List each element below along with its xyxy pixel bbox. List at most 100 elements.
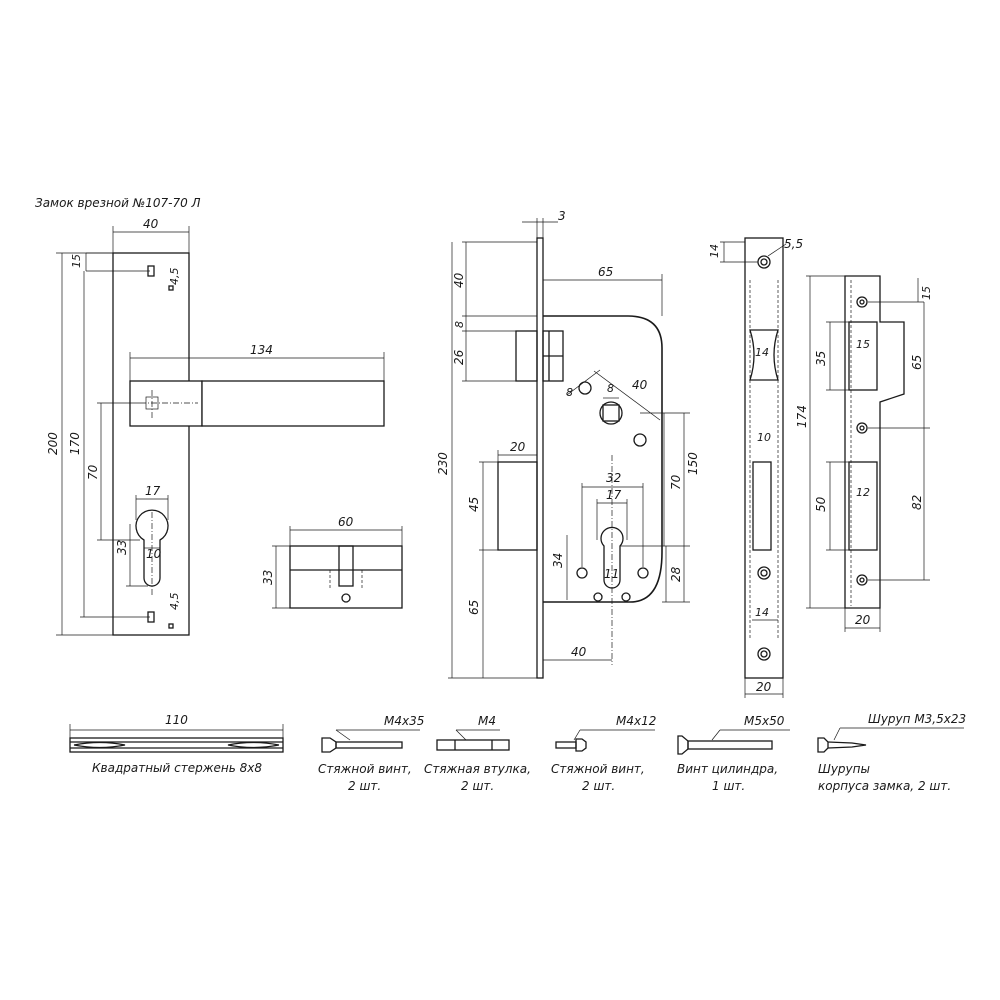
dim-sp-upper-slot-width: 15	[856, 338, 870, 351]
dim-cylinder-height: 33	[261, 570, 275, 585]
dead-bolt	[497, 461, 538, 551]
cylinder-view: 60 33	[261, 515, 403, 609]
m4x12-head	[575, 738, 587, 752]
faceplate-view: 14 5,5 14 10 14 20	[708, 237, 803, 698]
part-m4x35-dim: M4x35	[384, 714, 424, 728]
dim-keyhole-width: 17	[145, 484, 161, 498]
part-screw-m4x12: M4x12 Стяжной винт, 2 шт.	[551, 714, 656, 793]
dim-plate-width: 40	[143, 217, 159, 231]
lock-body-view: 3 40 8 26 65 8 8 40 230 1	[436, 209, 700, 679]
dim-sp-upper-slot: 35	[814, 351, 828, 366]
strike-hole-middle	[856, 422, 868, 434]
cylinder-screw-hole	[341, 593, 351, 603]
part-m4x12-caption-1: Стяжной винт,	[551, 762, 645, 776]
part-m4x12-dim: M4x12	[616, 714, 656, 728]
dim-cylinder-length: 60	[338, 515, 354, 529]
dim-lever-length: 134	[250, 343, 273, 357]
cyl-hole-right	[637, 567, 649, 579]
dim-fp-hole-diam: 5,5	[784, 237, 803, 251]
cylinder-body	[289, 545, 403, 609]
dim-faceplate-thickness: 3	[558, 209, 566, 223]
dim-follower-square: 8	[607, 382, 614, 395]
dim-cyl-left: 34	[551, 553, 565, 568]
dim-fp-width: 20	[756, 680, 772, 694]
dim-sp-upper-dist: 65	[910, 355, 924, 370]
strike-hole-bottom	[856, 574, 868, 586]
lever-arm	[201, 380, 385, 427]
dim-cyl-spacing: 32	[606, 471, 621, 485]
dim-screw-spacing: 40	[632, 378, 648, 392]
follower-square	[602, 404, 620, 422]
dim-center-distance: 70	[669, 474, 683, 490]
lower-screw-hole	[633, 433, 647, 447]
dim-latch-gap: 8	[453, 321, 466, 328]
lock-faceplate	[536, 237, 544, 679]
part-m4-caption-2: 2 шт.	[461, 779, 494, 793]
cylinder-keyhole	[135, 509, 169, 587]
faceplate-bolt-slot	[752, 461, 772, 551]
handle-plate	[112, 252, 190, 636]
faceplate-hole-bottom	[757, 647, 771, 661]
dim-cyl-narrow: 11	[604, 567, 619, 581]
part-spindle-dim: 110	[165, 713, 188, 727]
part-screw-m4x35: M4x35 Стяжной винт, 2 шт.	[318, 714, 424, 793]
m4x35-head	[321, 737, 337, 753]
part-spindle: 110 Квадратный стержень 8х8	[69, 713, 284, 775]
part-wood-screw-dim: Шуруп М3,5х23	[868, 712, 966, 726]
lever-rose	[129, 380, 203, 427]
strike-plate-view: 15 35 15 65 174 50 12 82 20	[795, 275, 933, 632]
latch-bolt	[515, 330, 538, 382]
part-m4x12-caption-2: 2 шт.	[582, 779, 615, 793]
dim-plate-height: 200	[46, 432, 60, 455]
strike-plate-outline	[844, 275, 905, 609]
part-m5x50-dim: M5x50	[744, 714, 785, 728]
m4x35-shank	[335, 741, 403, 749]
dim-fp-latch-slot: 14	[755, 346, 769, 359]
dim-fp-bolt-slot: 10	[757, 431, 771, 444]
m4x12-shank	[555, 741, 577, 749]
part-m5x50-caption-1: Винт цилиндра,	[677, 762, 778, 776]
upper-screw-square	[168, 285, 174, 291]
dim-axis-distance: 70	[86, 464, 100, 480]
strike-lower-slot	[848, 461, 878, 551]
upper-screw-hole	[578, 381, 592, 395]
part-m4-caption-1: Стяжная втулка,	[424, 762, 531, 776]
dim-sp-width: 20	[855, 613, 871, 627]
dim-body-height: 150	[686, 452, 700, 475]
m5x50-head	[677, 735, 689, 755]
drawing-title: Замок врезной №107-70 Л	[35, 196, 201, 210]
dim-backset: 65	[598, 265, 613, 279]
part-spindle-caption: Квадратный стержень 8х8	[92, 761, 262, 775]
part-m4x35-caption-2: 2 шт.	[348, 779, 381, 793]
part-m4x35-caption-1: Стяжной винт,	[318, 762, 412, 776]
lock-case	[543, 315, 663, 603]
dim-lower-hole: 4,5	[168, 593, 181, 611]
part-screw-m5x50: M5x50 Винт цилиндра, 1 шт.	[677, 714, 790, 793]
part-wood-screw-caption-1: Шурупы	[818, 762, 870, 776]
dim-bottom-offset: 28	[669, 566, 683, 582]
dim-keyhole-narrow: 10	[146, 547, 162, 561]
dim-holes-spacing: 170	[68, 432, 82, 455]
strike-upper-slot	[848, 321, 878, 391]
dim-fp-lower-slot: 14	[755, 606, 769, 619]
cyl-hole-left	[576, 567, 588, 579]
part-sleeve-m4: M4 Стяжная втулка, 2 шт.	[424, 714, 531, 793]
wood-screw-head	[817, 737, 829, 753]
spindle-bar	[69, 737, 284, 753]
dim-keyhole-height: 33	[115, 540, 129, 555]
dim-upper-hole: 4,5	[168, 268, 181, 286]
faceplate-latch-slot	[749, 329, 779, 381]
dim-latch-height: 26	[452, 349, 466, 365]
strike-hole-top	[856, 296, 868, 308]
lock-cylinder-hole	[600, 526, 624, 589]
dim-hole-diameter: 8	[566, 386, 573, 399]
dim-top-to-latch: 40	[452, 272, 466, 288]
part-m5x50-caption-2: 1 шт.	[712, 779, 745, 793]
dim-sp-height: 174	[795, 405, 809, 428]
dim-sp-lower-slot: 50	[814, 496, 828, 512]
cylinder-cam	[338, 545, 354, 587]
faceplate-outline	[744, 237, 784, 679]
dim-fp-hole-top: 14	[708, 244, 721, 258]
dim-sp-lower-slot-width: 12	[856, 486, 870, 499]
